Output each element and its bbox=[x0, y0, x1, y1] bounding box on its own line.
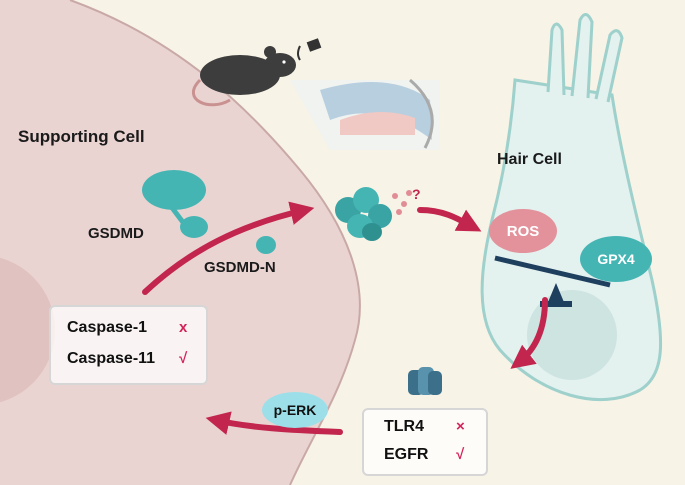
gsdmd-n-fragment-icon bbox=[256, 236, 276, 254]
cochlea-inset-icon bbox=[290, 78, 440, 150]
caspase-11-check-mark: √ bbox=[179, 350, 188, 367]
caspase-1-label: Caspase-1 bbox=[67, 319, 148, 336]
receptor-box: TLR4 × EGFR √ bbox=[362, 408, 488, 476]
egfr-check-mark: √ bbox=[456, 446, 465, 463]
caspase-1-cross-mark: x bbox=[179, 319, 188, 336]
arrow-hair-cell-down bbox=[510, 297, 548, 369]
egfr-label: EGFR bbox=[384, 446, 429, 463]
speaker-icon bbox=[297, 38, 322, 61]
ros-badge: ROS bbox=[489, 209, 557, 253]
p-erk-badge: p-ERK bbox=[262, 392, 328, 428]
arrow-caspase-to-pore bbox=[142, 201, 315, 295]
balance-scale-icon bbox=[494, 255, 611, 307]
supporting-cell-nucleus bbox=[0, 257, 55, 403]
gsdmd-pore-icon bbox=[335, 187, 392, 241]
tlr4-cross-mark: × bbox=[456, 418, 465, 435]
caspase-box: Caspase-1 x Caspase-11 √ bbox=[49, 305, 208, 385]
supporting-cell-label: Supporting Cell bbox=[18, 127, 145, 146]
stereocilia-icon bbox=[546, 13, 624, 103]
gsdmd-n-label: GSDMD-N bbox=[204, 259, 276, 276]
question-mark-label: ? bbox=[412, 186, 421, 202]
arrow-pore-to-hair-cell bbox=[417, 207, 482, 232]
receptor-icon bbox=[408, 367, 442, 395]
hair-cell-label: Hair Cell bbox=[497, 151, 562, 168]
hair-cell-nucleus bbox=[527, 290, 617, 380]
released-particles-icon bbox=[392, 190, 412, 215]
mouse-icon bbox=[192, 46, 296, 107]
caspase-11-label: Caspase-11 bbox=[67, 350, 156, 367]
gsdmd-label: GSDMD bbox=[88, 225, 144, 242]
gpx4-badge: GPX4 bbox=[580, 236, 652, 282]
tlr4-label: TLR4 bbox=[384, 418, 424, 435]
arrow-receptor-to-erk bbox=[205, 411, 343, 435]
hair-cell-shape bbox=[480, 78, 663, 402]
gsdmd-protein-icon bbox=[142, 170, 208, 238]
